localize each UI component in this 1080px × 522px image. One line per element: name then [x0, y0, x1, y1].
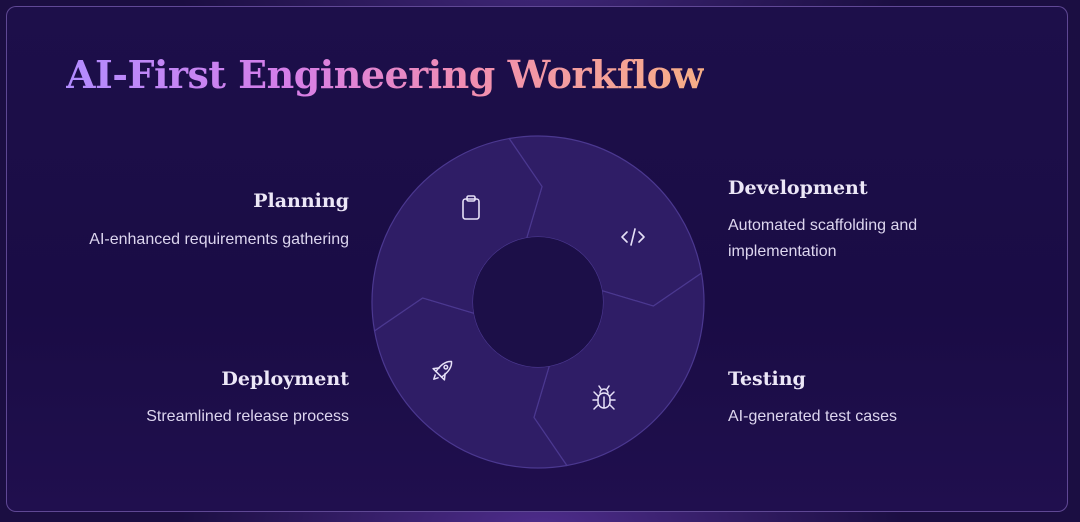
- rocket-icon: [432, 360, 453, 381]
- page-title: AI-First Engineering Workflow: [66, 52, 704, 97]
- stage-desc-development: Automated scaffolding and implementation: [728, 217, 918, 260]
- stage-title-deployment: Deployment: [221, 368, 349, 390]
- stage-desc-testing: AI-generated test cases: [728, 408, 897, 425]
- stage-title-testing: Testing: [728, 368, 806, 390]
- stage-title-planning: Planning: [253, 190, 349, 212]
- code-icon: [621, 228, 645, 246]
- stage-desc-planning: AI-enhanced requirements gathering: [89, 231, 349, 248]
- stage-title-development: Development: [728, 177, 868, 199]
- clipboard-icon: [462, 195, 480, 220]
- cycle-center-hole: [473, 237, 603, 367]
- stage-desc-deployment: Streamlined release process: [146, 408, 349, 425]
- bug-icon: [592, 385, 616, 410]
